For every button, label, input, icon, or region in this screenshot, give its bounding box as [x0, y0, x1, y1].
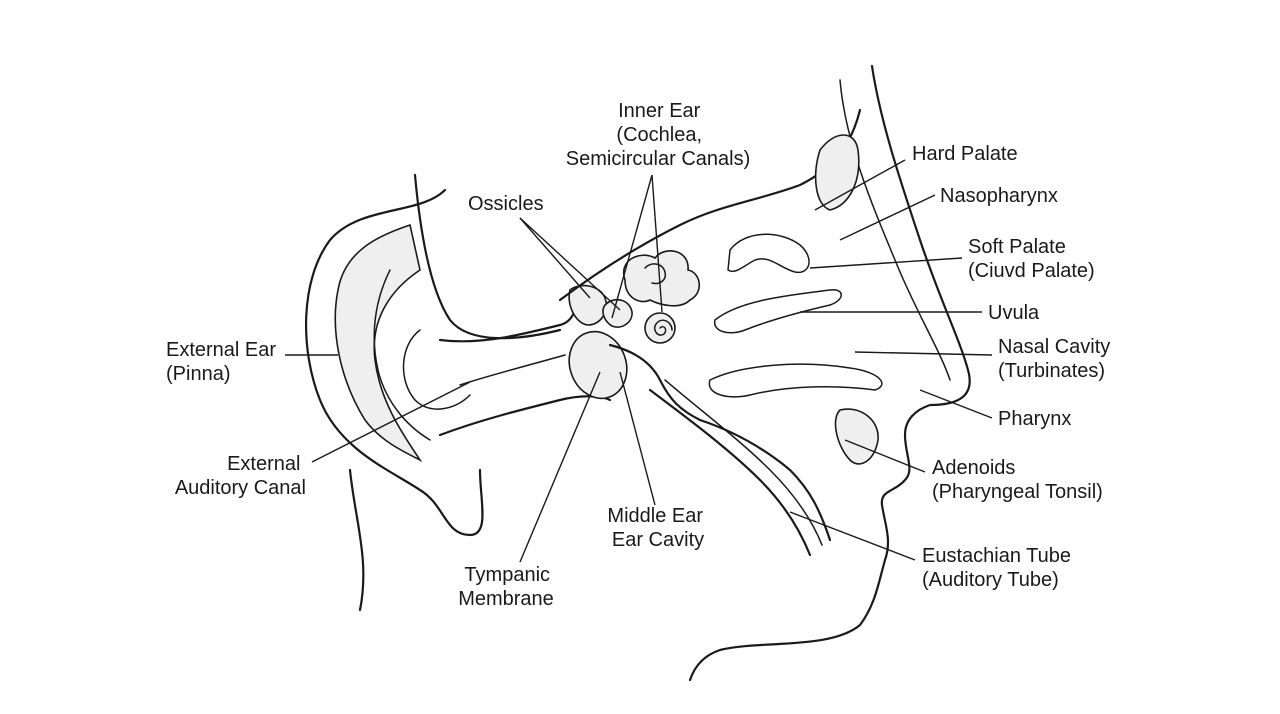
label-adenoids: Adenoids (Pharyngeal Tonsil) — [932, 457, 1103, 503]
leader-nasal-cavity — [854, 351, 993, 356]
neck-outline — [413, 173, 562, 340]
cochlea-spiral — [653, 319, 673, 336]
leader-hard-palate — [814, 159, 906, 211]
concha — [402, 329, 471, 410]
head-outline — [348, 64, 971, 682]
leader-eustachian — [789, 511, 916, 561]
label-eustachian-tube: Eustachian Tube (Auditory Tube) — [922, 545, 1077, 591]
leader-pharynx — [919, 389, 993, 419]
leader-inner-ear-a — [611, 174, 653, 319]
canal-inner — [459, 354, 566, 386]
canal-lower — [438, 395, 612, 437]
label-soft-palate: Soft Palate (Ciuvd Palate) — [968, 236, 1095, 282]
skull-base — [558, 108, 862, 302]
turbinate-middle — [714, 289, 842, 334]
label-inner-ear: Inner Ear (Cochlea, Semicircular Canals) — [566, 100, 751, 170]
label-hard-palate: Hard Palate — [912, 143, 1018, 165]
inner-ear-structures — [622, 250, 700, 344]
middle-ear-cavity — [608, 343, 702, 422]
leader-nasopharynx — [839, 194, 936, 241]
leader-middle-ear — [619, 371, 656, 506]
tympanic-membrane-shape — [568, 330, 628, 400]
label-ossicles: Ossicles — [468, 193, 544, 215]
turbinate-upper — [727, 233, 810, 273]
label-nasopharynx: Nasopharynx — [940, 185, 1058, 207]
labels: Inner Ear (Cochlea, Semicircular Canals)… — [166, 100, 1116, 610]
antihelix — [373, 269, 431, 441]
ossicle-incus — [602, 298, 633, 328]
leader-lines — [285, 159, 993, 563]
pinna — [304, 188, 484, 537]
leader-soft-palate — [809, 257, 963, 269]
turbinate-lower — [708, 363, 883, 398]
label-pharynx: Pharynx — [998, 408, 1071, 430]
leader-ossicles-b — [519, 217, 621, 311]
ossicle-malleus — [568, 284, 607, 326]
leader-tympanic — [519, 371, 601, 563]
leader-inner-ear-b — [651, 174, 663, 313]
label-uvula: Uvula — [988, 302, 1040, 324]
canal-upper — [438, 288, 578, 343]
jaw-outline — [348, 468, 365, 612]
label-external-auditory-canal: External Auditory Canal — [175, 453, 306, 499]
leader-auditory-canal — [311, 381, 471, 463]
label-middle-ear: Middle Ear Ear Cavity — [607, 505, 708, 551]
semicircular-canals — [622, 250, 700, 307]
adenoid-shape — [834, 408, 879, 465]
label-nasal-cavity: Nasal Cavity (Turbinates) — [998, 336, 1116, 382]
label-external-ear: External Ear (Pinna) — [166, 339, 282, 385]
pinna-outer — [304, 188, 484, 537]
face-profile — [688, 64, 971, 682]
pinna-helix — [334, 223, 423, 463]
leader-ossicles-a — [519, 217, 591, 299]
eustachian-tube-shape — [648, 388, 812, 557]
canal-loop — [644, 263, 667, 285]
leader-adenoids — [844, 439, 926, 473]
label-tympanic-membrane: Tympanic Membrane — [458, 564, 555, 610]
nasal-pharyngeal-structures — [558, 108, 883, 557]
hard-palate-shape — [814, 134, 860, 211]
middle-ear-structures — [568, 284, 702, 422]
nose-bridge-inner — [839, 79, 951, 381]
